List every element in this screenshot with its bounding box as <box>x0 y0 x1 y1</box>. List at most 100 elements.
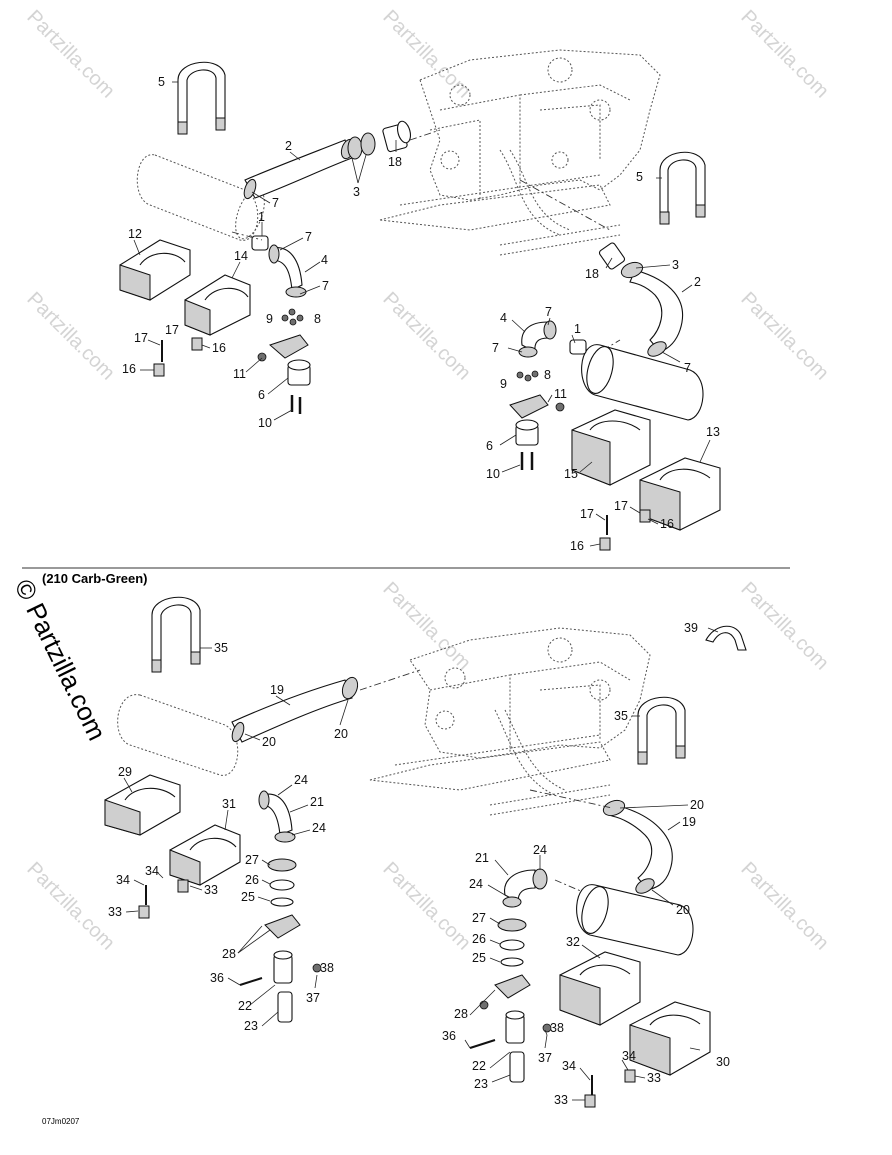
exhaust-pipe <box>231 679 353 743</box>
callout-label: 35 <box>214 641 228 655</box>
watermark-side: © Partzilla.com <box>9 574 113 745</box>
engine-outline <box>369 627 651 816</box>
callout-label: 38 <box>320 961 334 975</box>
callout-label: 16 <box>660 517 674 531</box>
callouts-top: 5 2 3 18 7 1 12 14 7 4 7 9 8 17 17 16 16… <box>122 75 720 553</box>
muffler-left <box>136 154 259 241</box>
callout-label: 8 <box>544 368 551 382</box>
callout-label: 20 <box>334 727 348 741</box>
callout-label: 4 <box>500 311 507 325</box>
exhaust-pipe <box>244 139 353 199</box>
top-section: 5 2 3 18 7 1 12 14 7 4 7 9 8 17 17 16 16… <box>119 49 721 553</box>
callout-label: 14 <box>234 249 248 263</box>
callout-label: 17 <box>580 507 594 521</box>
callout-label: 25 <box>472 951 486 965</box>
watermark: Partzilla.com <box>378 858 475 955</box>
callout-label: 8 <box>314 312 321 326</box>
watermark: Partzilla.com <box>736 858 833 955</box>
callout-label: 1 <box>258 210 265 224</box>
callout-label: 9 <box>266 312 273 326</box>
callout-label: 28 <box>222 947 236 961</box>
callout-label: 16 <box>570 539 584 553</box>
callout-label: 33 <box>108 905 122 919</box>
callout-label: 7 <box>322 279 329 293</box>
callout-label: 19 <box>270 683 284 697</box>
callout-label: 24 <box>294 773 308 787</box>
callout-label: 27 <box>245 853 259 867</box>
callout-label: 22 <box>472 1059 486 1073</box>
watermark: Partzilla.com <box>22 6 119 103</box>
callout-label: 25 <box>241 890 255 904</box>
callout-label: 37 <box>538 1051 552 1065</box>
callout-label: 18 <box>585 267 599 281</box>
callout-label: 20 <box>690 798 704 812</box>
callout-label: 1 <box>574 322 581 336</box>
callout-label: 33 <box>204 883 218 897</box>
callout-label: 6 <box>486 439 493 453</box>
elbow-fitting <box>504 869 536 903</box>
callout-label: 34 <box>622 1049 636 1063</box>
watermark: Partzilla.com <box>736 6 833 103</box>
callout-label: 27 <box>472 911 486 925</box>
callout-label: 10 <box>258 416 272 430</box>
watermark: Partzilla.com <box>736 578 833 675</box>
callout-label: 31 <box>222 797 236 811</box>
bottom-section: 35 19 20 20 29 24 21 24 31 27 26 25 34 3… <box>104 596 747 1108</box>
callout-label: 28 <box>454 1007 468 1021</box>
callout-label: 20 <box>262 735 276 749</box>
callout-label: 15 <box>564 467 578 481</box>
callout-label: 38 <box>550 1021 564 1035</box>
callout-label: 17 <box>614 499 628 513</box>
callout-label: 21 <box>475 851 489 865</box>
callout-label: 24 <box>312 821 326 835</box>
callout-label: 21 <box>310 795 324 809</box>
callout-label: 34 <box>116 873 130 887</box>
callout-label: 18 <box>388 155 402 169</box>
callout-label: 22 <box>238 999 252 1013</box>
callout-label: 36 <box>210 971 224 985</box>
watermark: Partzilla.com <box>378 578 475 675</box>
drawing-code: 07Jm0207 <box>42 1117 80 1126</box>
callout-label: 35 <box>614 709 628 723</box>
callout-label: 13 <box>706 425 720 439</box>
callout-label: 36 <box>442 1029 456 1043</box>
callout-label: 26 <box>472 932 486 946</box>
callout-label: 24 <box>533 843 547 857</box>
callout-label: 3 <box>353 185 360 199</box>
callout-label: 23 <box>244 1019 258 1033</box>
callout-label: 32 <box>566 935 580 949</box>
callout-label: 5 <box>636 170 643 184</box>
callout-label: 12 <box>128 227 142 241</box>
exhaust-pipe <box>611 804 673 891</box>
callout-label: 7 <box>492 341 499 355</box>
callout-label: 6 <box>258 388 265 402</box>
callout-label: 26 <box>245 873 259 887</box>
callout-label: 16 <box>212 341 226 355</box>
callout-label: 37 <box>306 991 320 1005</box>
callout-label: 7 <box>545 305 552 319</box>
watermark: Partzilla.com <box>378 288 475 385</box>
callout-label: 17 <box>165 323 179 337</box>
callout-label: 29 <box>118 765 132 779</box>
callout-label: 4 <box>321 253 328 267</box>
cable-tie <box>705 625 747 651</box>
callout-label: 7 <box>272 196 279 210</box>
callout-label: 39 <box>684 621 698 635</box>
callout-label: 30 <box>716 1055 730 1069</box>
section-title: (210 Carb-Green) <box>42 571 147 586</box>
watermark: Partzilla.com <box>378 6 475 103</box>
callout-label: 16 <box>122 362 136 376</box>
callout-label: 23 <box>474 1077 488 1091</box>
exhaust-pipe <box>629 269 684 353</box>
callout-label: 24 <box>469 877 483 891</box>
callout-label: 11 <box>554 387 567 401</box>
callout-label: 19 <box>682 815 696 829</box>
callout-label: 11 <box>233 367 246 381</box>
callout-label: 33 <box>647 1071 661 1085</box>
callout-label: 7 <box>305 230 312 244</box>
callout-label: 5 <box>158 75 165 89</box>
callout-label: 33 <box>554 1093 568 1107</box>
callout-label: 7 <box>684 361 691 375</box>
callout-label: 2 <box>694 275 701 289</box>
